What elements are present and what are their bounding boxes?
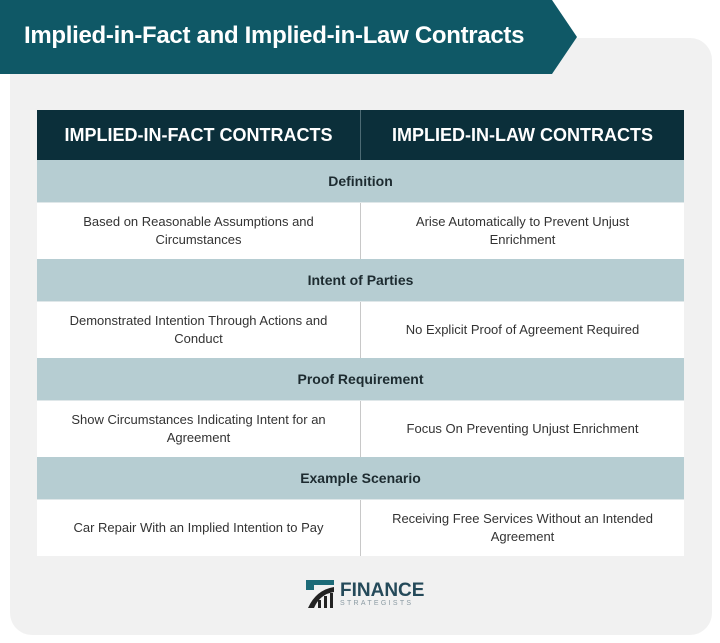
comparison-table: IMPLIED-IN-FACT CONTRACTS IMPLIED-IN-LAW… [37,110,684,556]
column-header-implied-in-fact: IMPLIED-IN-FACT CONTRACTS [37,110,361,160]
section-header: Proof Requirement [37,358,684,401]
table-row: Car Repair With an Implied Intention to … [37,500,684,556]
table-cell: Show Circumstances Indicating Intent for… [37,401,361,457]
table-header: IMPLIED-IN-FACT CONTRACTS IMPLIED-IN-LAW… [37,110,684,160]
section-header: Intent of Parties [37,259,684,302]
section-header: Definition [37,160,684,203]
table-cell: Based on Reasonable Assumptions and Circ… [37,203,361,259]
logo-chart-icon [306,580,334,608]
title-banner [0,0,577,74]
logo-text-finance: FINANCE [340,579,425,601]
table-row: Show Circumstances Indicating Intent for… [37,401,684,457]
table-cell: Arise Automatically to Prevent Unjust En… [415,214,630,247]
column-header-implied-in-law: IMPLIED-IN-LAW CONTRACTS [392,124,653,145]
section-header: Example Scenario [37,457,684,500]
table-cell: Receiving Free Services Without an Inten… [392,511,653,544]
table-cell: Focus On Preventing Unjust Enrichment [406,421,639,436]
logo-text-strategists: STRATEGISTS [340,599,414,607]
finance-strategists-logo: FINANCE STRATEGISTS [306,580,424,608]
table-row: Demonstrated Intention Through Actions a… [37,302,684,358]
table-row: Based on Reasonable Assumptions and Circ… [37,203,684,259]
table-cell: No Explicit Proof of Agreement Required [405,322,640,337]
page-title: Implied-in-Fact and Implied-in-Law Contr… [24,22,525,49]
table-cell: Car Repair With an Implied Intention to … [37,500,361,556]
table-cell: Demonstrated Intention Through Actions a… [37,302,361,358]
